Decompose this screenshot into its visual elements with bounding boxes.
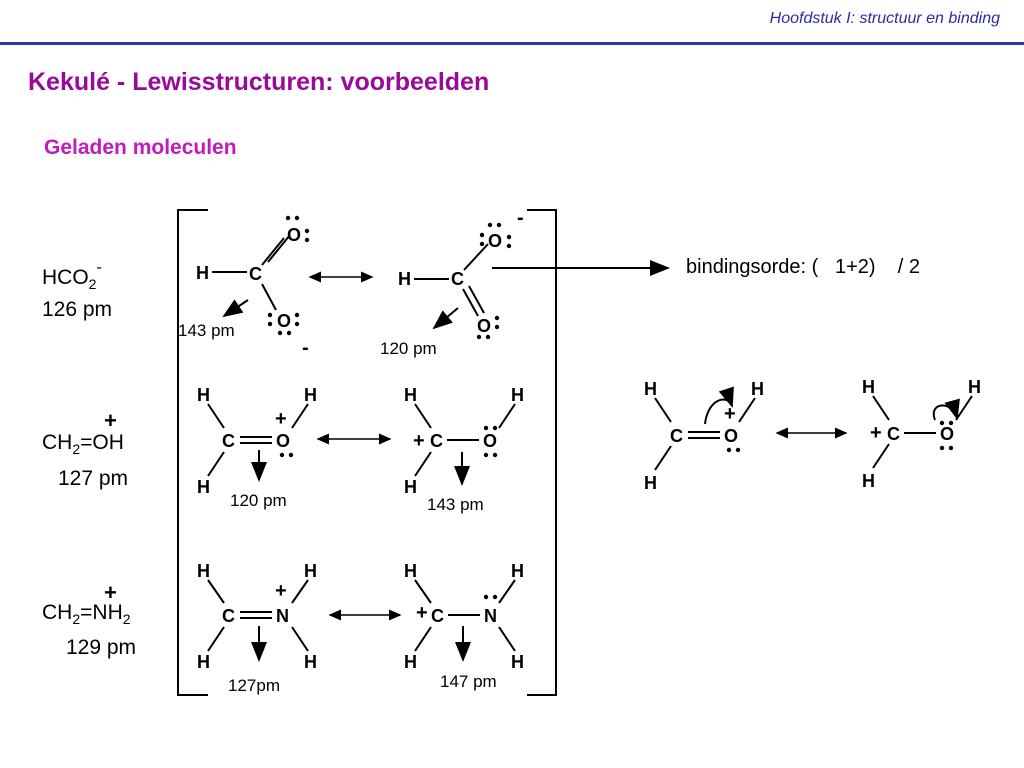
atom-o: O: [287, 225, 301, 245]
chapter-header: Hoofdstuk I: structuur en binding: [769, 10, 1000, 27]
atom-c: C: [451, 269, 464, 289]
atom-o: O: [277, 311, 291, 331]
atom-h: H: [304, 561, 317, 581]
curved-arrows: [704, 386, 960, 425]
formula-ch2oh: CH2=OH: [42, 431, 124, 458]
bond-length-arrows: [222, 299, 471, 662]
atom-c: C: [249, 264, 262, 284]
atom-h: H: [404, 652, 417, 672]
atom-c: C: [670, 426, 683, 446]
bracket-right: [527, 209, 557, 696]
atom-h: H: [197, 477, 210, 497]
atom-h: H: [511, 561, 524, 581]
formula-charge: -: [96, 259, 102, 276]
atom-o: O: [483, 431, 497, 451]
atom-h: H: [404, 385, 417, 405]
atom-h: H: [862, 377, 875, 397]
bracket-left: [177, 209, 208, 696]
bond-length-label: 147 pm: [440, 672, 497, 691]
charge-plus: +: [413, 430, 425, 452]
atom-h: H: [751, 379, 764, 399]
atom-h: H: [304, 385, 317, 405]
header-divider: [0, 42, 1024, 45]
slide-subtitle: Geladen moleculen: [44, 136, 237, 159]
lone-pairs: [267, 215, 954, 600]
atom-o: O: [724, 426, 738, 446]
atom-h: H: [511, 385, 524, 405]
resonance-arrows: [308, 271, 848, 621]
atom-h: H: [404, 477, 417, 497]
atom-h: H: [197, 561, 210, 581]
atom-o: O: [477, 316, 491, 336]
bond-length-label: 120 pm: [230, 491, 287, 510]
distance-ch2oh: 127 pm: [58, 467, 129, 490]
atom-h: H: [511, 652, 524, 672]
charge-plus: +: [724, 403, 736, 425]
atom-h: H: [644, 473, 657, 493]
formula-ch2nh2: CH2=NH2: [42, 601, 131, 628]
atom-c: C: [887, 424, 900, 444]
atom-c: C: [431, 606, 444, 626]
distance-ch2nh2: 129 pm: [66, 636, 137, 659]
atom-h: H: [196, 263, 209, 283]
atom-c: C: [430, 431, 443, 451]
atom-o: O: [488, 231, 502, 251]
charge-minus: -: [517, 207, 524, 229]
atom-h: H: [404, 561, 417, 581]
bond-order-label: bindingsorde: ( 1+2) / 2: [686, 256, 921, 278]
atom-h: H: [968, 377, 981, 397]
atom-c: C: [222, 606, 235, 626]
charge-plus: +: [870, 422, 882, 444]
bond-length-label: 143 pm: [427, 495, 484, 514]
atom-o: O: [276, 431, 290, 451]
atom-n: N: [276, 606, 289, 626]
atom-h: H: [197, 652, 210, 672]
atom-h: H: [862, 471, 875, 491]
atom-c: C: [222, 431, 235, 451]
charge-plus: +: [275, 408, 287, 430]
formula-hco2: HCO2-: [42, 259, 102, 293]
distance-hco2: 126 pm: [42, 298, 113, 321]
formula-charge: +: [104, 580, 117, 605]
slide-title: Kekulé - Lewisstructuren: voorbeelden: [28, 68, 490, 96]
atom-h: H: [644, 379, 657, 399]
bond-length-label: 143 pm: [178, 321, 235, 340]
atom-h: H: [398, 269, 411, 289]
atom-o: O: [940, 424, 954, 444]
bond-length-label: 127pm: [228, 676, 280, 695]
formula-charge: +: [104, 408, 117, 433]
atom-h: H: [197, 385, 210, 405]
atom-h: H: [304, 652, 317, 672]
charge-plus: +: [275, 580, 287, 602]
bonds: [207, 234, 973, 652]
charge-minus: -: [302, 337, 309, 359]
atom-n: N: [484, 606, 497, 626]
charge-plus: +: [416, 602, 428, 624]
bond-length-label: 120 pm: [380, 339, 437, 358]
